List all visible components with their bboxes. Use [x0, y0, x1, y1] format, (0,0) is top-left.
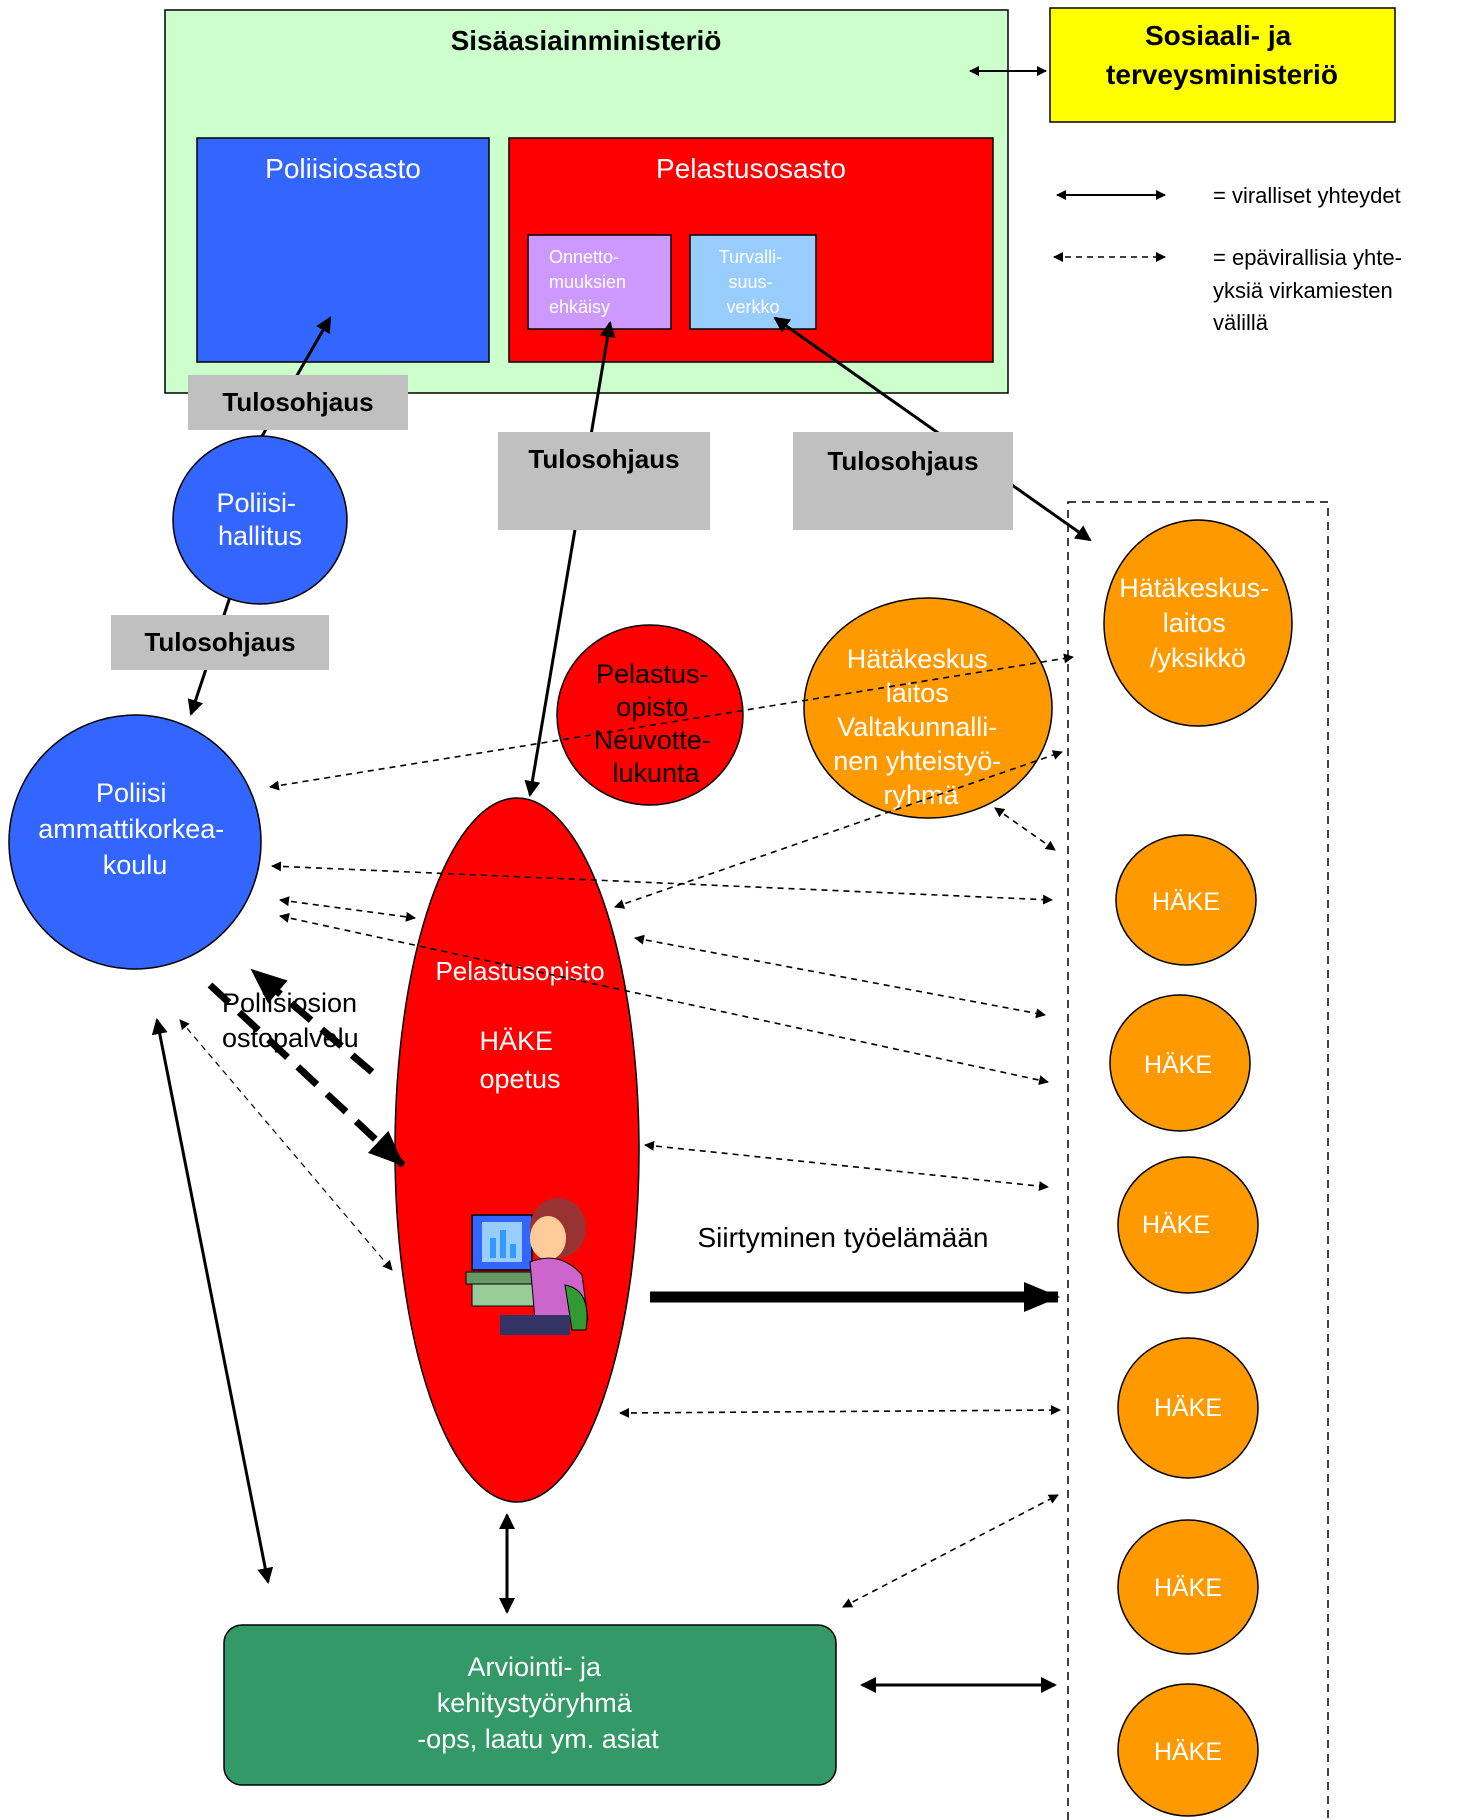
hake-unit-label: HÄKE — [1154, 1738, 1222, 1766]
hake-unit-circle — [1117, 1683, 1259, 1817]
rescue-college-label: Pelastusopisto — [435, 956, 604, 986]
computer-user-icon — [465, 1198, 589, 1335]
link-rescue-hake-a — [634, 934, 1046, 1019]
link-rescue-erc-group — [614, 750, 1063, 909]
hake-unit-circle — [1117, 1519, 1259, 1655]
legend-official-label: = viralliset yhteydet — [1213, 183, 1401, 208]
accident-prevention-label: Onnetto- muuksien ehkäisy — [549, 247, 631, 317]
hake-unit-label: HÄKE — [1152, 888, 1220, 916]
hake-unit-circle — [1115, 834, 1257, 966]
erc-unit-circle — [1103, 519, 1293, 727]
link-college-rescue-a — [279, 896, 416, 922]
hake-unit-label: HÄKE — [1142, 1211, 1210, 1239]
link-college-erc-unit — [269, 653, 1074, 791]
safety-network-label: Turvalli- suus- verkko — [719, 247, 787, 317]
police-board-label: Poliisi- hallitus — [216, 488, 303, 551]
rescue-college-ellipse — [394, 797, 640, 1503]
police-dept-box — [196, 137, 490, 363]
police-board-circle — [172, 435, 348, 605]
safety-network-box — [689, 234, 817, 330]
accident-prevention-box — [527, 234, 672, 330]
working-group-box — [223, 1624, 837, 1786]
police-dept-label: Poliisiosasto — [265, 153, 421, 184]
transition-label: Siirtyminen työelämään — [697, 1222, 988, 1253]
hake-unit-circle — [1109, 994, 1251, 1132]
link-college-hake-1 — [271, 861, 1053, 905]
erc-units-container — [1067, 501, 1329, 1820]
guidance-label-rescue-dept: Tulosohjaus — [528, 444, 679, 474]
guidance-label-police-dept: Tulosohjaus — [222, 387, 373, 417]
hake-unit-circle — [1117, 1337, 1259, 1479]
police-college-to-workgroup-line — [151, 1018, 274, 1584]
guidance-box-rescue-dept — [498, 432, 710, 530]
working-group-label: Arviointi- ja kehitystyöryhmä -ops, laat… — [417, 1652, 659, 1754]
hake-unit-label: HÄKE — [1144, 1051, 1212, 1079]
social-ministry-label: Sosiaali- ja terveysministeriö — [1106, 20, 1338, 90]
police-college-label: Poliisi ammattikorkea- koulu — [38, 778, 232, 880]
link-erc-group-hake — [994, 807, 1056, 851]
guidance-label-police-board: Tulosohjaus — [144, 627, 295, 657]
link-rescue-hake-b — [644, 1140, 1049, 1192]
link-college-hake-2 — [279, 913, 1049, 1085]
hake-unit-label: HÄKE — [1154, 1574, 1222, 1602]
rescue-dept-label: Pelastusosasto — [656, 153, 846, 184]
guidance-box-police-dept — [188, 375, 408, 430]
police-college-circle — [8, 714, 262, 970]
erc-unit-label: Hätäkeskus- laitos /yksikkö — [1119, 573, 1277, 673]
safety-network-to-erc-line — [773, 316, 1092, 542]
link-rescue-hake-c — [619, 1405, 1061, 1418]
hake-unit-circle — [1117, 1156, 1259, 1294]
ministry-title: Sisäasiainministeriö — [451, 25, 722, 56]
social-ministry-box — [1049, 7, 1396, 123]
guidance-label-safety-network: Tulosohjaus — [827, 446, 978, 476]
link-workgroup-hake — [842, 1494, 1059, 1608]
legend-unofficial-label: = epävirallisia yhte- yksiä virkamiesten… — [1213, 245, 1408, 335]
unofficial-links — [179, 653, 1074, 1608]
purchase-service-arrow-up — [249, 967, 375, 1075]
guidance-box-safety-network — [793, 432, 1013, 530]
hake-unit-label: HÄKE — [1154, 1394, 1222, 1422]
